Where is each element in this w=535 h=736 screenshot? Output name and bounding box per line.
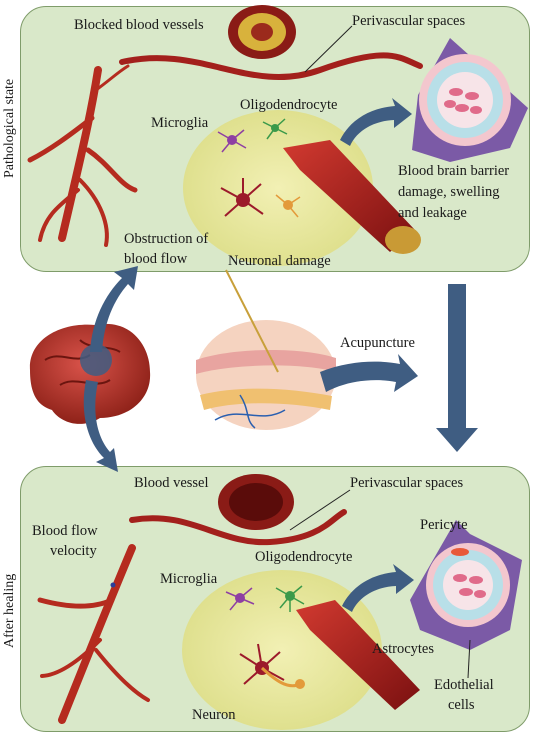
- vessel-tree-top: [27, 64, 138, 247]
- acupuncture-label: Acupuncture: [340, 335, 415, 351]
- obstruction-label-line1: Obstruction of: [124, 231, 209, 247]
- neuronal-damage-label: Neuronal damage: [228, 253, 331, 269]
- bbb-cross-section-bottom: [410, 520, 522, 650]
- damaged-neuron-top: [220, 178, 301, 218]
- arrow-to-bbb-top: [340, 98, 412, 146]
- vessel-tree-bottom: [37, 544, 150, 724]
- arrow-brain-to-bottom: [83, 380, 118, 472]
- bbb-damage-label-line3: and leakage: [398, 205, 467, 221]
- neuron-label: Neuron: [192, 707, 236, 723]
- obstruction-label-line2: blood flow: [124, 251, 188, 267]
- healing-down-arrow: [436, 284, 478, 452]
- astrocytes-label: Astrocytes: [372, 641, 435, 657]
- microglia-label-bottom: Microglia: [160, 571, 218, 587]
- acupuncture-arrow: [320, 354, 418, 392]
- blocked-vessels-label: Blocked blood vessels: [74, 17, 204, 33]
- acupuncture-skin-section: [196, 320, 336, 430]
- bbb-damage-label-line1: Blood brain barrier: [398, 163, 510, 179]
- perivascular-pointer-bottom: [289, 489, 351, 531]
- blood-vessel-line-top: [119, 52, 423, 81]
- perivascular-spaces-label-bottom: Perivascular spaces: [350, 475, 464, 491]
- oligodendrocyte-label-top: Oligodendrocyte: [240, 97, 338, 113]
- blood-flow-label-line1: Blood flow: [32, 523, 98, 539]
- microglia-label-top: Microglia: [151, 115, 209, 131]
- perivascular-pointer-top: [304, 25, 353, 73]
- arrow-to-bbb-bottom: [342, 564, 414, 612]
- healthy-vessel-bottom: [296, 600, 420, 710]
- bbb-damage-label-line2: damage, swelling: [398, 184, 500, 200]
- acupuncture-needle: [225, 269, 279, 373]
- healthy-neuron-bottom: [239, 643, 305, 689]
- microglia-cells-top: [217, 118, 288, 153]
- pericyte-label: Pericyte: [420, 517, 468, 533]
- perivascular-spaces-label-top: Perivascular spaces: [352, 13, 466, 29]
- blocked-vessel-cross-section: [228, 5, 296, 59]
- endothelial-label-line1: Edothelial: [434, 677, 494, 693]
- endothelial-pointer: [467, 639, 471, 679]
- healthy-vessel-cross-section: [218, 474, 294, 530]
- after-healing-label: After healing: [2, 573, 17, 648]
- pathological-state-label: Pathological state: [2, 78, 17, 178]
- microglia-cells-bottom: [225, 585, 305, 612]
- endothelial-label-line2: cells: [448, 697, 475, 713]
- arrow-brain-to-top: [90, 266, 138, 352]
- oligodendrocyte-label-bottom: Oligodendrocyte: [255, 549, 353, 565]
- leaking-vessel-top: [283, 140, 415, 252]
- blood-flow-dot: [110, 582, 116, 588]
- blood-flow-label-line2: velocity: [50, 543, 97, 559]
- brain: [29, 323, 151, 424]
- plaque: [385, 226, 421, 254]
- blood-vessel-label: Blood vessel: [134, 475, 209, 491]
- blood-vessel-line-bottom: [129, 509, 347, 546]
- bbb-cross-section-top: [412, 38, 528, 162]
